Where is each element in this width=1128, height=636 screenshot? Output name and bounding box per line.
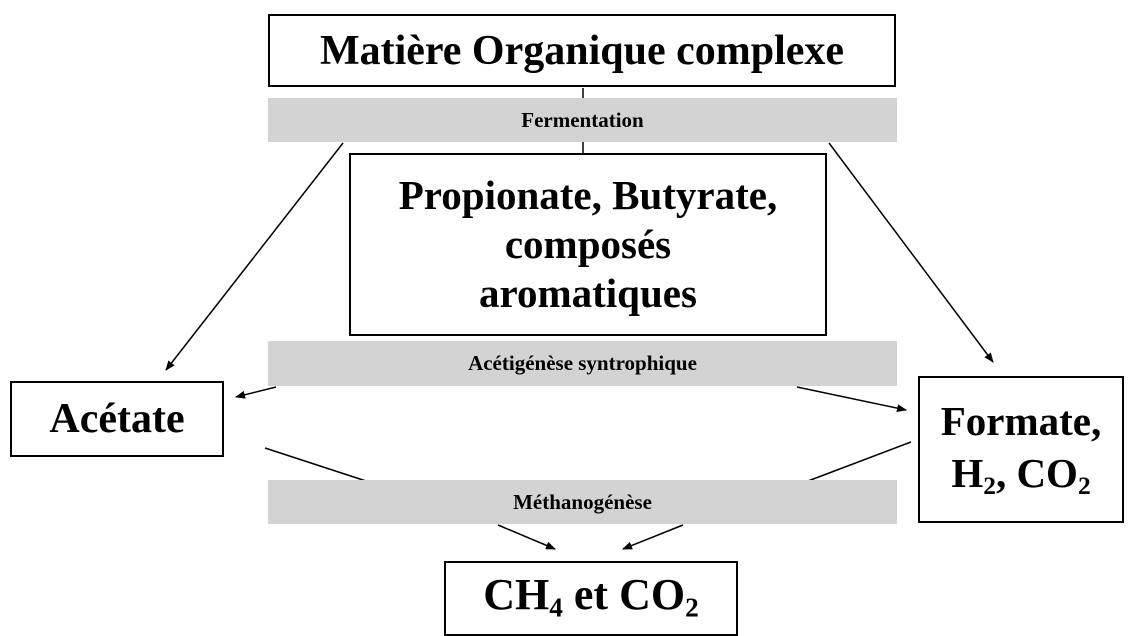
process-fermentation-label: Fermentation xyxy=(521,107,644,132)
node-middle-line1: Propionate, Butyrate, xyxy=(398,171,778,218)
node-acetate-label: Acétate xyxy=(49,396,185,442)
node-matiere-organique: Matière Organique complexe xyxy=(268,14,896,87)
node-ch4-co2: CH4 et CO2 xyxy=(444,561,738,636)
arrow-methanogenese-to-products-left xyxy=(497,524,556,550)
formate-co: , CO xyxy=(995,449,1078,496)
formate-co-subscript: 2 xyxy=(1077,471,1091,500)
node-middle-line2: composés xyxy=(504,220,672,267)
products-co-subscript: 2 xyxy=(685,592,699,623)
line-formate-to-methanogenese xyxy=(807,441,912,482)
node-formate: Formate, H2, CO2 xyxy=(918,376,1124,523)
products-ch: CH xyxy=(483,570,550,619)
arrow-acetigenese-to-acetate xyxy=(235,386,277,399)
products-et-co: et CO xyxy=(562,570,686,619)
arrow-top-to-formate xyxy=(828,142,994,363)
node-middle-line3: aromatiques xyxy=(479,270,697,317)
process-fermentation: Fermentation xyxy=(268,98,897,142)
process-methanogenese: Méthanogénèse xyxy=(268,480,897,524)
node-products-label: CH4 et CO2 xyxy=(483,569,698,624)
node-matiere-organique-label: Matière Organique complexe xyxy=(319,27,845,74)
node-formate-line1: Formate, xyxy=(940,398,1102,445)
node-propionate-butyrate: Propionate, Butyrate, composés aromatiqu… xyxy=(349,153,827,336)
node-formate-line2: H2, CO2 xyxy=(951,448,1090,503)
process-methanogenese-label: Méthanogénèse xyxy=(513,489,652,514)
node-acetate: Acétate xyxy=(10,381,224,457)
formate-h: H xyxy=(951,449,984,496)
arrow-top-to-acetate xyxy=(165,142,344,371)
process-acetigenese: Acétigénèse syntrophique xyxy=(268,341,897,386)
arrow-acetigenese-to-formate xyxy=(796,386,907,413)
products-ch-subscript: 4 xyxy=(549,592,563,623)
line-acetate-to-methanogenese xyxy=(264,447,367,482)
process-acetigenese-label: Acétigénèse syntrophique xyxy=(468,351,697,375)
arrow-methanogenese-to-products-right xyxy=(622,524,684,550)
formate-h-subscript: 2 xyxy=(983,471,996,500)
